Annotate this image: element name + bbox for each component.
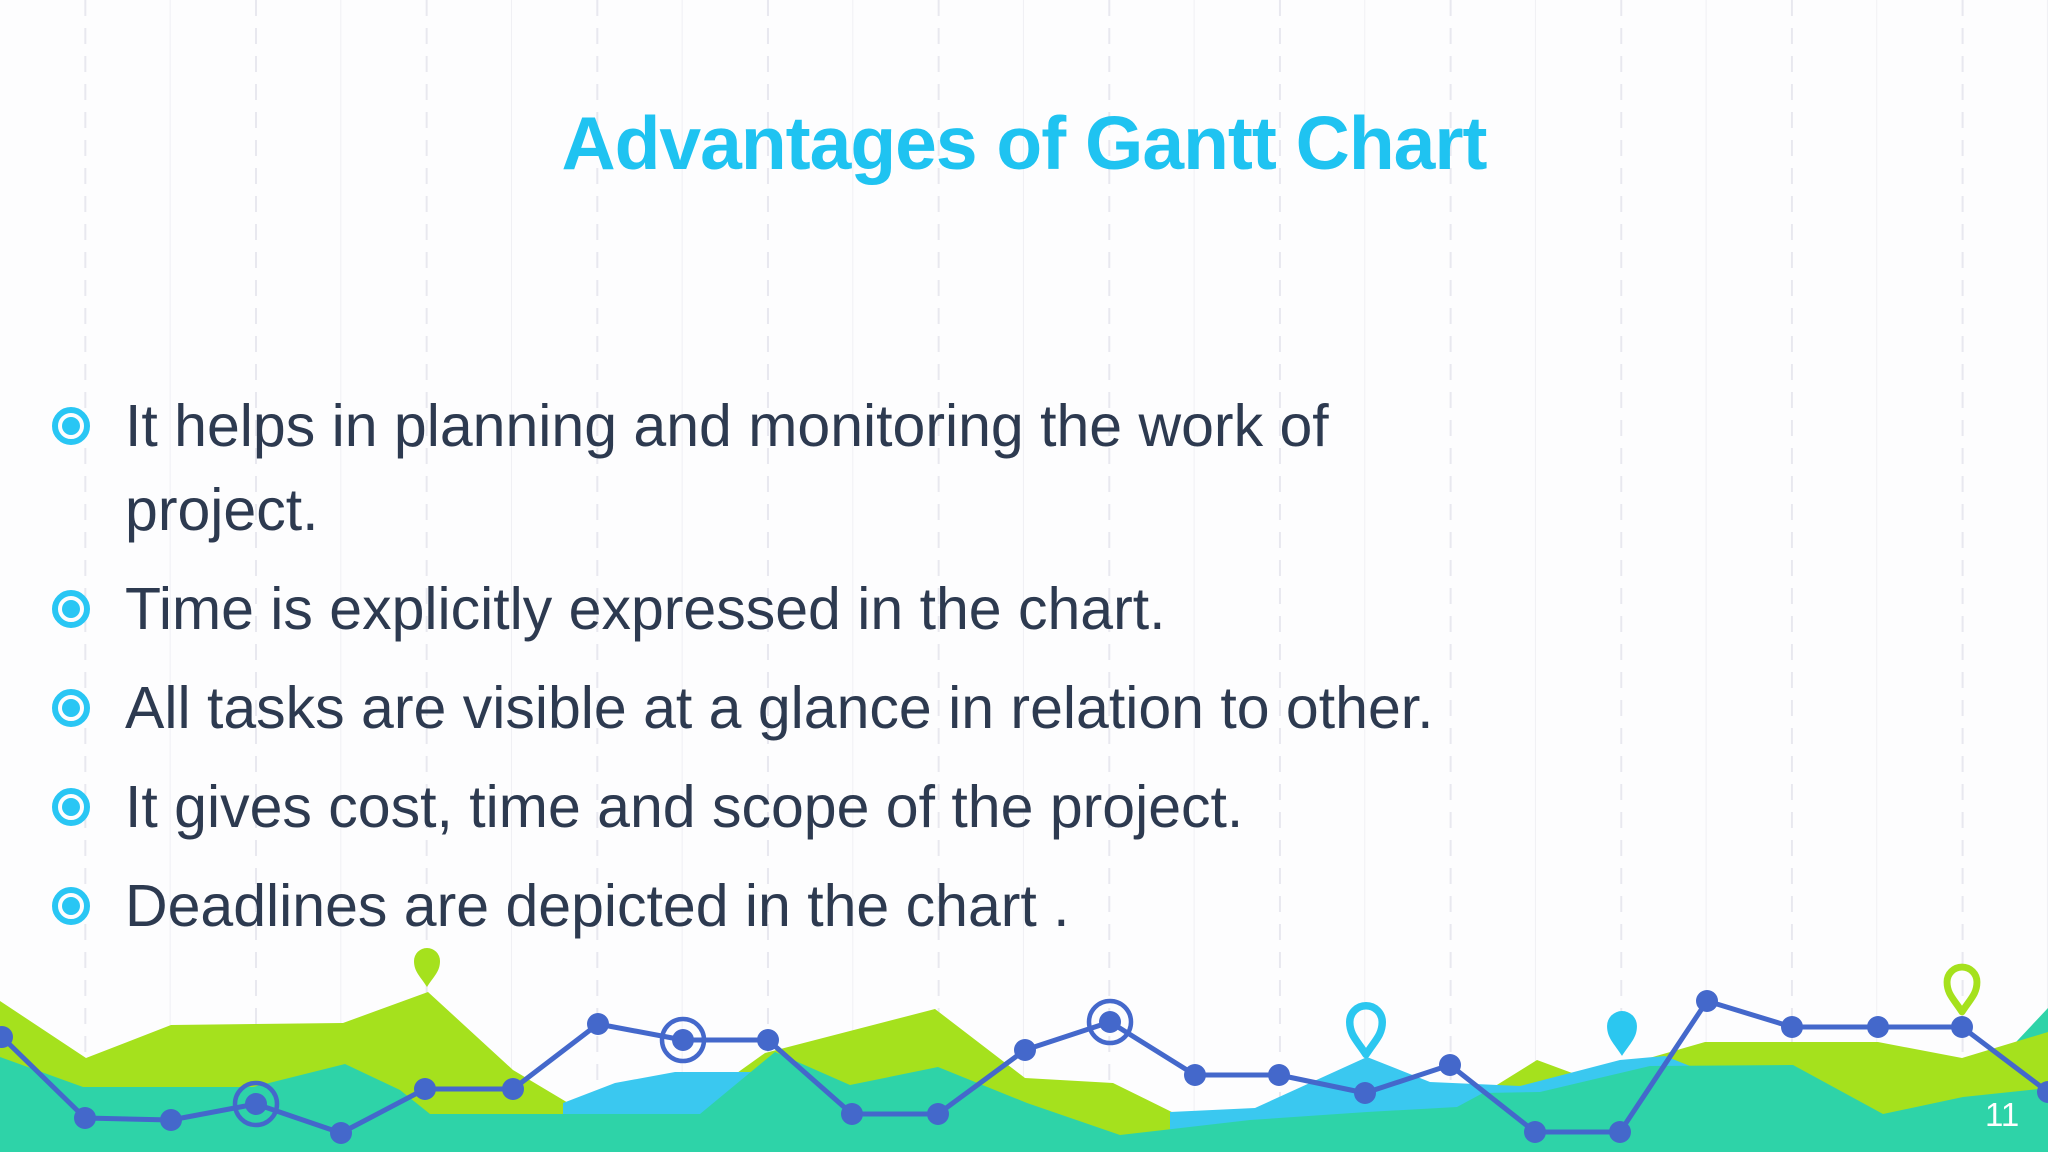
fisheye-bullet-icon bbox=[52, 590, 90, 628]
list-item: It gives cost, time and scope of the pro… bbox=[52, 765, 1434, 849]
line-chart-dot bbox=[1014, 1039, 1036, 1061]
line-chart-dot bbox=[1268, 1064, 1290, 1086]
line-chart-dot bbox=[1696, 990, 1718, 1012]
fisheye-bullet-icon bbox=[52, 407, 90, 445]
bullet-text: Time is explicitly expressed in the char… bbox=[125, 576, 1166, 642]
green-filled-pin-icon bbox=[414, 948, 440, 987]
line-chart-dot bbox=[672, 1029, 694, 1051]
list-item: Time is explicitly expressed in the char… bbox=[52, 567, 1434, 651]
cyan-outline-pin-icon bbox=[1346, 1002, 1386, 1059]
line-chart-dot bbox=[1524, 1121, 1546, 1143]
line-chart-dot bbox=[1609, 1121, 1631, 1143]
line-chart-dot bbox=[1951, 1016, 1973, 1038]
line-chart-dot bbox=[587, 1013, 609, 1035]
line-chart-dot-ring bbox=[659, 1016, 707, 1064]
bullet-text: It helps in planning and monitoring the … bbox=[125, 393, 1329, 543]
bullet-text: Deadlines are depicted in the chart . bbox=[125, 873, 1070, 939]
line-chart-dot bbox=[1867, 1016, 1889, 1038]
line-chart-dot bbox=[414, 1078, 436, 1100]
line-chart-dot bbox=[1099, 1011, 1121, 1033]
line-chart-dot bbox=[841, 1103, 863, 1125]
decorative-line-chart bbox=[0, 990, 2048, 1144]
line-chart-dot bbox=[927, 1103, 949, 1125]
line-chart-dot bbox=[74, 1107, 96, 1129]
line-chart-dot bbox=[1184, 1064, 1206, 1086]
bullet-text: It gives cost, time and scope of the pro… bbox=[125, 774, 1244, 840]
fisheye-bullet-icon bbox=[52, 788, 90, 826]
line-chart-dot bbox=[2037, 1081, 2048, 1103]
list-item: Deadlines are depicted in the chart . bbox=[52, 864, 1434, 948]
bullet-list: It helps in planning and monitoring the … bbox=[52, 384, 1434, 963]
line-chart-dot bbox=[757, 1029, 779, 1051]
line-chart-dot bbox=[160, 1109, 182, 1131]
bullet-text: All tasks are visible at a glance in rel… bbox=[125, 675, 1434, 741]
line-chart-dot bbox=[245, 1093, 267, 1115]
line-chart-dot bbox=[330, 1122, 352, 1144]
line-chart-dot-ring bbox=[232, 1080, 280, 1128]
line-chart-dot bbox=[1354, 1082, 1376, 1104]
list-item: It helps in planning and monitoring the … bbox=[52, 384, 1434, 552]
fisheye-bullet-icon bbox=[52, 887, 90, 925]
list-item: All tasks are visible at a glance in rel… bbox=[52, 666, 1434, 750]
page-number: 11 bbox=[1985, 1096, 2020, 1133]
green-outline-pin-icon bbox=[1943, 963, 1981, 1016]
fisheye-bullet-icon bbox=[52, 689, 90, 727]
line-chart-dot bbox=[502, 1078, 524, 1100]
line-chart-dot bbox=[1781, 1016, 1803, 1038]
line-chart-dot bbox=[1439, 1054, 1461, 1076]
slide-title: Advantages of Gantt Chart bbox=[561, 101, 1487, 185]
line-chart-dot bbox=[0, 1026, 13, 1048]
cyan-filled-pin-icon bbox=[1607, 1011, 1637, 1056]
line-chart-dot-ring bbox=[1086, 998, 1134, 1046]
